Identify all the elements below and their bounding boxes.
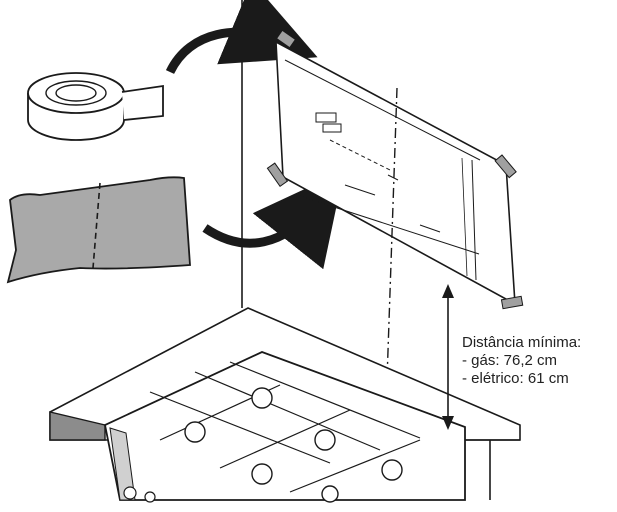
curved-arrow-icon: [202, 170, 345, 270]
distance-title: Distância mínima:: [462, 334, 582, 351]
burner-icon: [251, 463, 273, 485]
distance-arrow: [442, 284, 454, 430]
tape-strip-icon: [266, 29, 524, 310]
centre-line: [386, 87, 398, 381]
tape-roll-icon: [27, 72, 164, 141]
burner-icon: [314, 429, 336, 451]
burner-icon: [251, 387, 273, 409]
burner-icon: [184, 421, 206, 443]
knob-icon: [144, 491, 156, 503]
cooktop: [103, 351, 466, 503]
burner-icon: [381, 459, 403, 481]
distance-gas: - gás: 76,2 cm: [462, 352, 558, 369]
distance-electric: - elétrico: 61 cm: [462, 370, 569, 387]
paper-sheet-icon: [6, 176, 191, 284]
curved-arrow-icon: [165, 0, 318, 75]
burner-icon: [321, 485, 339, 503]
wall-template: [275, 40, 516, 306]
knob-icon: [123, 486, 137, 500]
